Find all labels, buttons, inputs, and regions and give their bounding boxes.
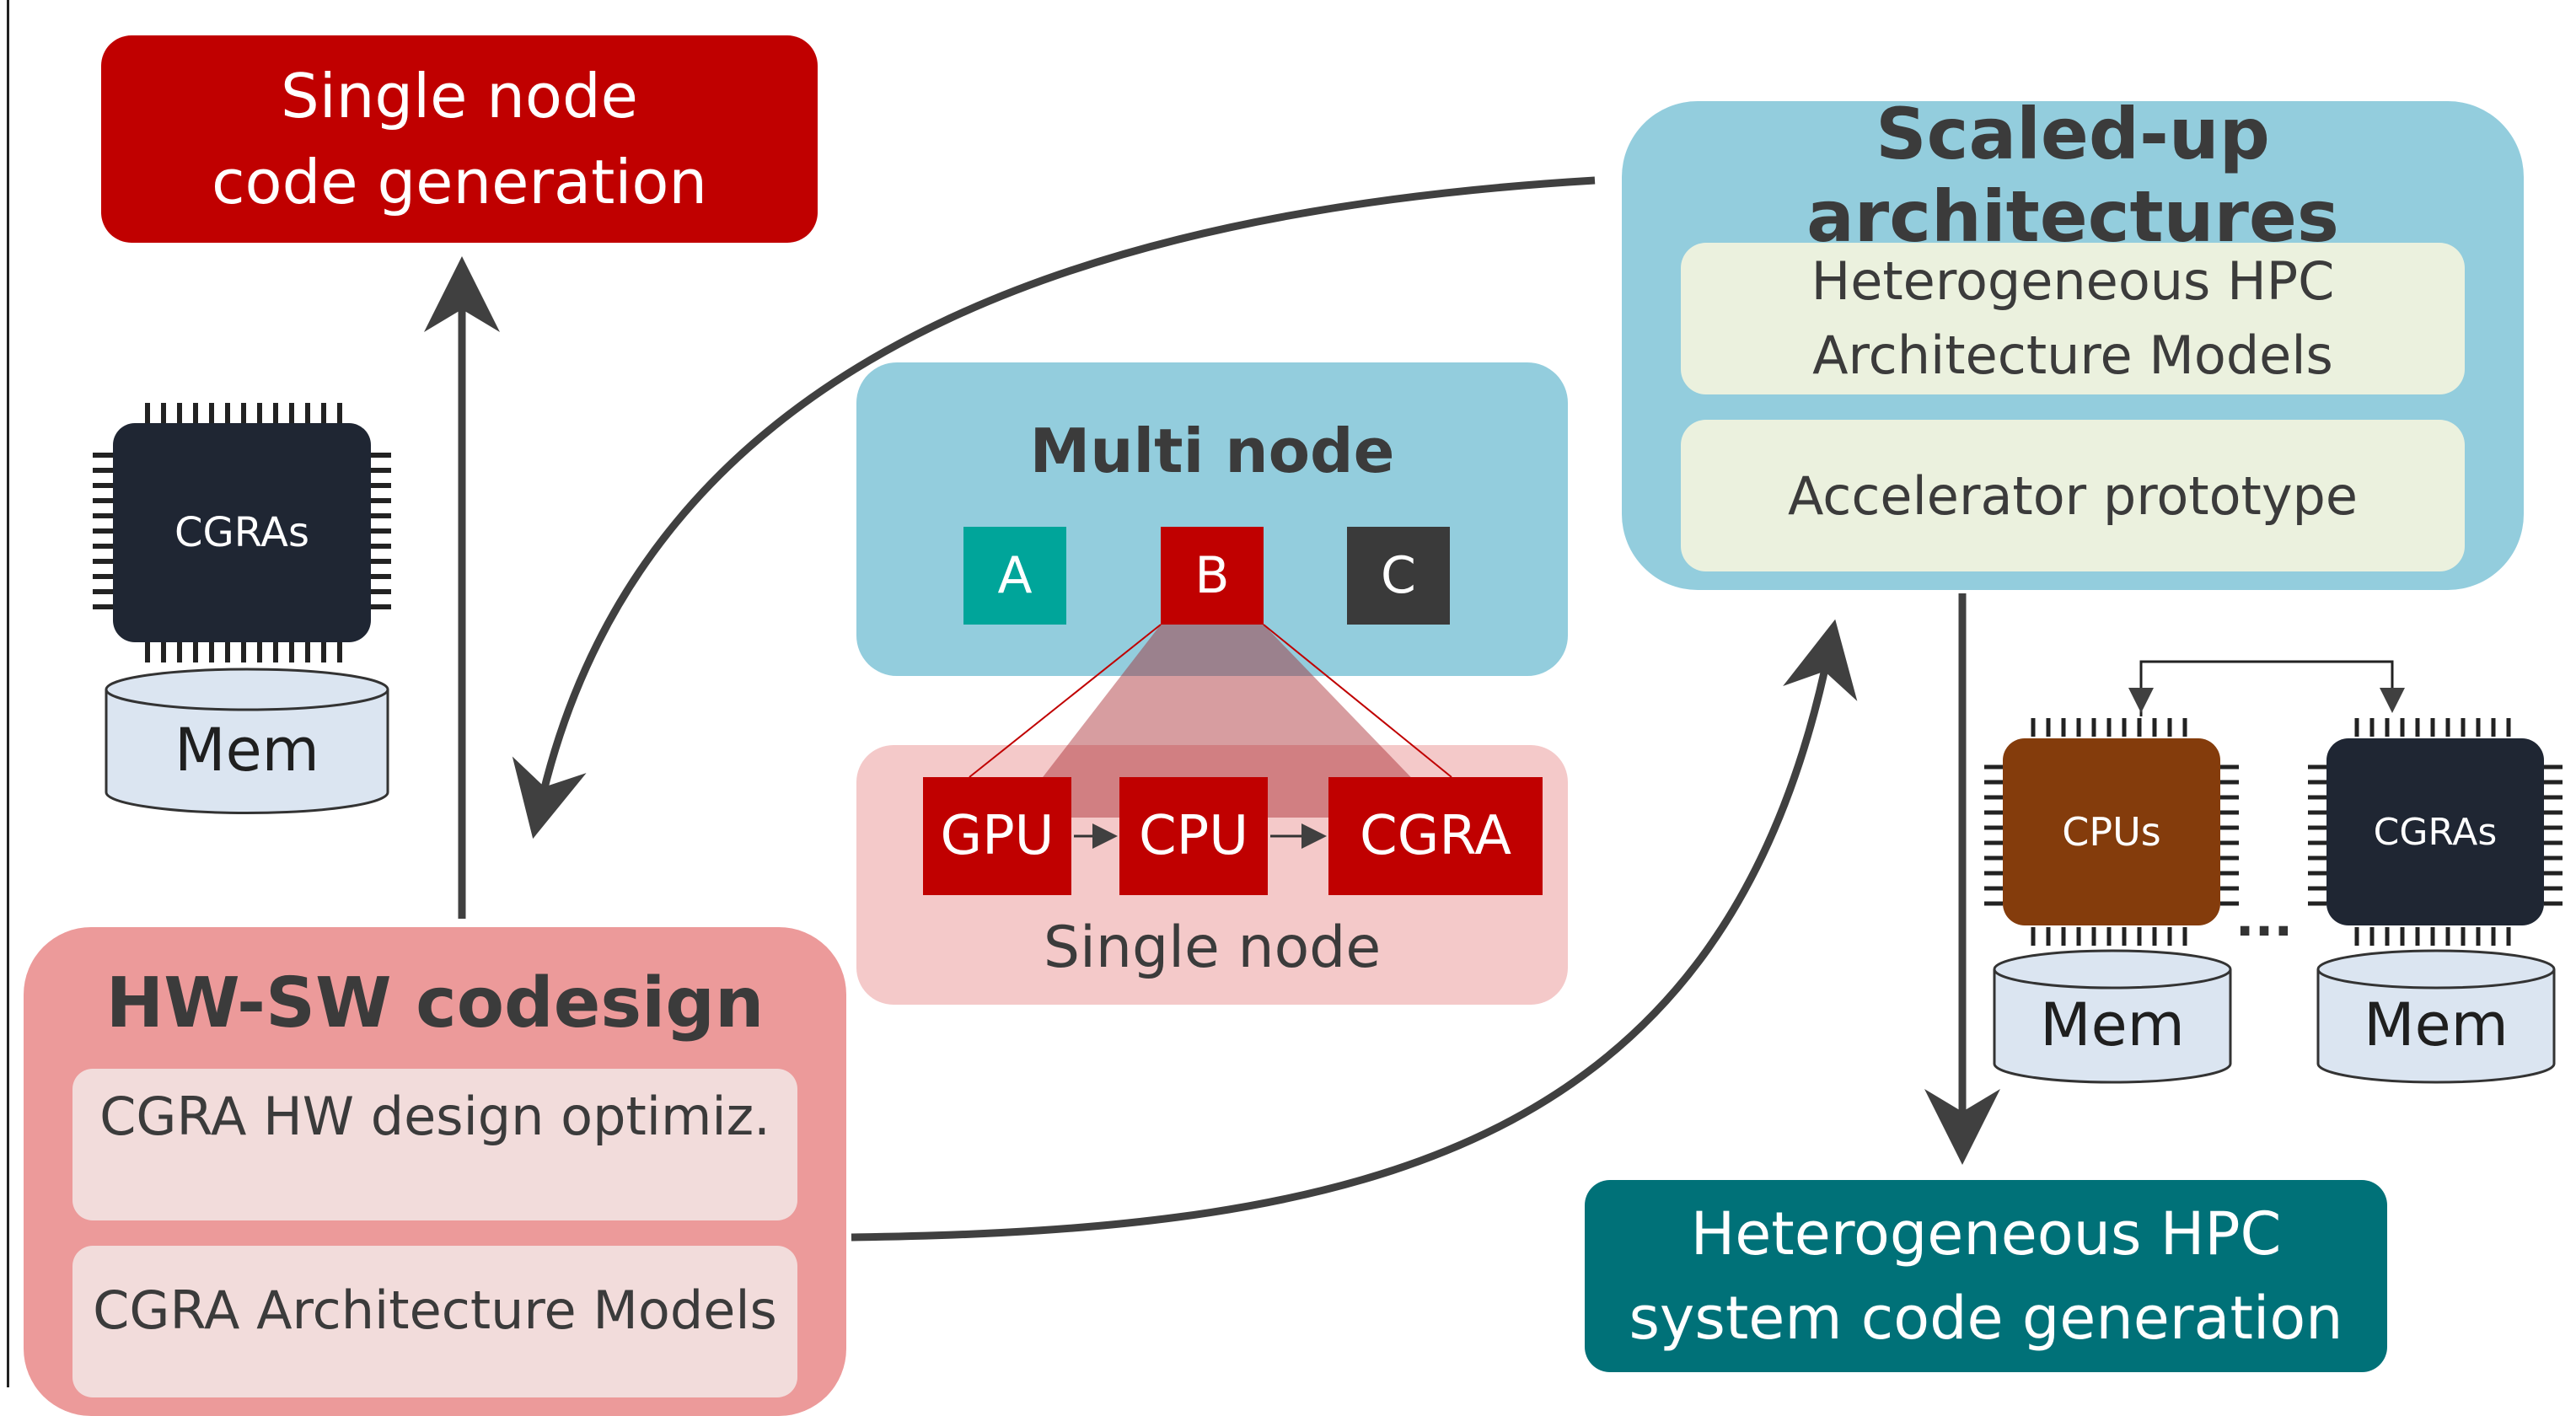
single-node-label: Single node xyxy=(1043,914,1382,981)
hpc-system-code-generation-label: Heterogeneous HPC system code generation xyxy=(1629,1199,2343,1353)
arrow-codesign-to-scaled xyxy=(851,619,1858,1242)
cgras-chip-left: CGRAs xyxy=(113,423,371,642)
hw-sw-codesign-box: HW-SW codesign CGRA HW design optimiz. C… xyxy=(24,927,846,1416)
left-border-line xyxy=(7,0,9,1387)
cgras-chip-right-label: CGRAs xyxy=(2373,810,2498,854)
arrow-scaled-to-codesign xyxy=(512,176,1596,839)
scaled-up-title: Scaled-up architectures xyxy=(1806,93,2339,258)
multi-node-box: Multi node xyxy=(856,362,1568,676)
single-node-cpu: CPU xyxy=(1119,777,1268,895)
cpus-chip-label: CPUs xyxy=(2062,809,2161,855)
right-mem-label-cgras: Mem xyxy=(2364,990,2509,1059)
single-node-code-generation-box: Single node code generation xyxy=(101,35,818,243)
heterogeneous-hpc-architecture-models: Heterogeneous HPC Architecture Models xyxy=(1681,243,2465,394)
cgra-architecture-models-label: CGRA Architecture Models xyxy=(93,1279,777,1341)
single-node-code-generation-label: Single node code generation xyxy=(211,61,708,217)
single-node-gpu: GPU xyxy=(923,777,1071,895)
connector-cpus-cgras xyxy=(2139,660,2405,716)
hpc-system-code-generation-box: Heterogeneous HPC system code generation xyxy=(1585,1180,2387,1372)
accelerator-prototype-label: Accelerator prototype xyxy=(1787,464,2359,527)
accelerator-prototype: Accelerator prototype xyxy=(1681,420,2465,571)
cgra-hw-design-optimiz-label: CGRA HW design optimiz. xyxy=(99,1086,770,1147)
ellipsis: ... xyxy=(2235,889,2294,948)
cgras-chip-right: CGRAs xyxy=(2326,738,2544,925)
scaled-up-architectures-box: Scaled-up architectures Heterogeneous HP… xyxy=(1622,93,2524,590)
cgra-hw-design-optimiz: CGRA HW design optimiz. xyxy=(72,1069,797,1220)
multi-node-b: B xyxy=(1161,527,1264,625)
cpus-chip: CPUs xyxy=(2003,738,2220,925)
cgra-architecture-models: CGRA Architecture Models xyxy=(72,1246,797,1397)
right-mem-label-cpus: Mem xyxy=(2040,990,2185,1059)
multi-node-title: Multi node xyxy=(1029,416,1395,486)
cgras-chip-left-label: CGRAs xyxy=(174,509,309,556)
hw-sw-codesign-title: HW-SW codesign xyxy=(105,963,765,1043)
connector-layer xyxy=(424,176,2405,1242)
left-mem-label: Mem xyxy=(174,716,319,785)
multi-node-c: C xyxy=(1347,527,1450,625)
heterogeneous-hpc-architecture-models-label: Heterogeneous HPC Architecture Models xyxy=(1811,250,2335,386)
single-node-cgra: CGRA xyxy=(1328,777,1543,895)
multi-node-a: A xyxy=(963,527,1066,625)
